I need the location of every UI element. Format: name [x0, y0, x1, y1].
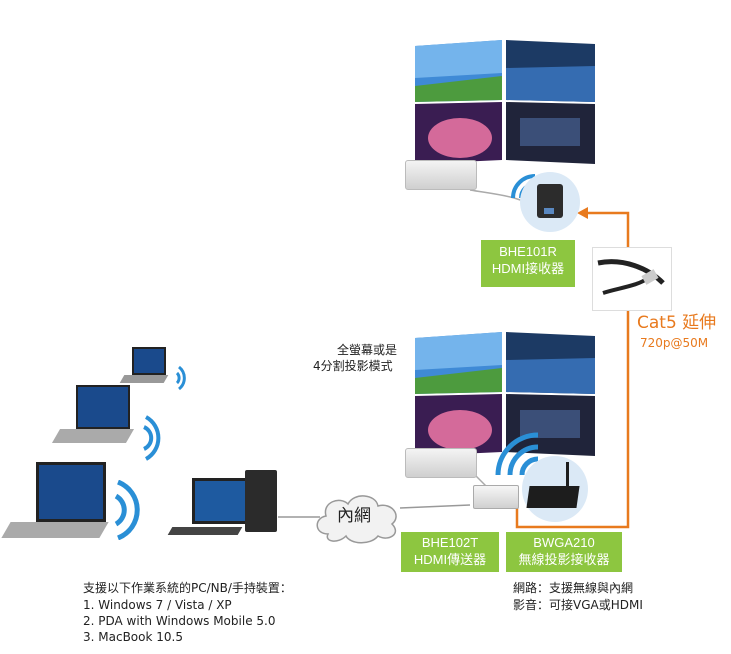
cat5-spec: 720p@50M — [640, 335, 708, 351]
bwga210-label: BWGA210 無線投影接收器 — [506, 532, 622, 572]
bhe101r-model: BHE101R — [481, 243, 575, 260]
bhe102t-device — [473, 485, 519, 509]
bwga210-device — [522, 456, 588, 522]
wifi-icon-laptop-large — [110, 480, 160, 544]
bhe101r-desc: HDMI接收器 — [481, 260, 575, 277]
desktop-monitor — [192, 478, 250, 524]
screen-mode-line1: 全螢幕或是 — [337, 342, 397, 358]
os-support-heading: 支援以下作業系統的PC/NB/手持裝置： — [83, 580, 292, 596]
bhe101r-device — [520, 172, 580, 232]
network-cloud-label: 內網 — [337, 506, 371, 526]
desktop-keyboard — [168, 527, 243, 535]
laptop-small — [122, 347, 166, 383]
cat5-cable-image — [592, 247, 672, 311]
features-av: 影音：可接VGA或HDMI — [513, 597, 643, 613]
bwga210-desc: 無線投影接收器 — [506, 551, 622, 568]
os-item-2: 2. PDA with Windows Mobile 5.0 — [83, 613, 275, 629]
projector-middle — [405, 448, 477, 478]
os-support-list: 1. Windows 7 / Vista / XP 2. PDA with Wi… — [83, 597, 275, 645]
cat5-title: Cat5 延伸 — [637, 313, 716, 333]
projector-top — [405, 160, 477, 190]
desktop-tower — [245, 470, 277, 532]
os-item-1: 1. Windows 7 / Vista / XP — [83, 597, 275, 613]
wifi-icon-laptop-medium — [140, 415, 176, 465]
bhe102t-desc: HDMI傳送器 — [401, 551, 499, 568]
features-network: 網路：支援無線與內網 — [513, 580, 633, 596]
bwga210-model: BWGA210 — [506, 534, 622, 551]
screen-mode-line2: 4分割投影模式 — [313, 358, 393, 374]
bhe102t-model: BHE102T — [401, 534, 499, 551]
bhe101r-label: BHE101R HDMI接收器 — [481, 240, 575, 287]
os-item-3: 3. MacBook 10.5 — [83, 629, 275, 645]
laptop-large — [6, 462, 104, 542]
bhe102t-label: BHE102T HDMI傳送器 — [401, 532, 499, 572]
laptop-medium — [56, 385, 130, 447]
wifi-icon-laptop-small — [175, 365, 197, 395]
video-wall-top — [410, 38, 600, 166]
